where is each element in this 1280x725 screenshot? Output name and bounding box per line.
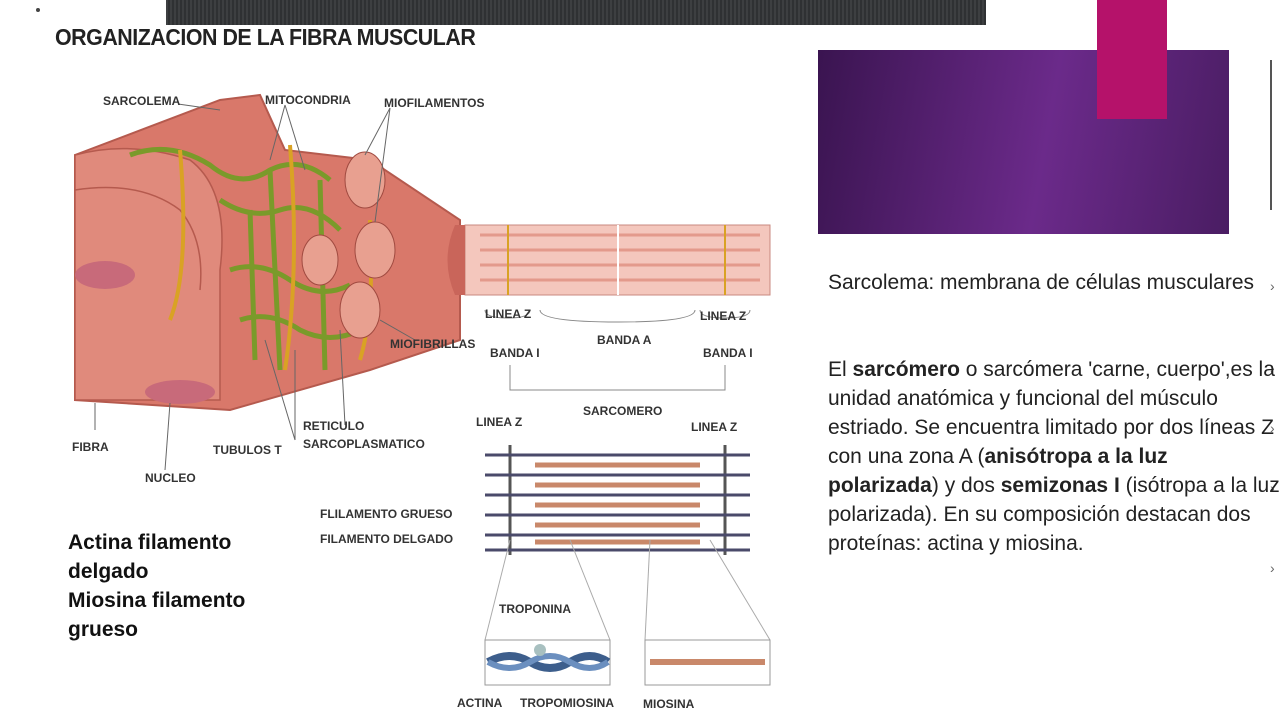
striations	[480, 233, 760, 282]
label-tubulos: TUBULOS T	[213, 443, 282, 457]
label-linea-z-4: LINEA Z	[691, 420, 737, 434]
text-segment: (isótropa a la luz polarizada). En su co…	[828, 474, 1280, 555]
text-segment: ) y dos	[931, 474, 1001, 497]
troponin-blob	[534, 644, 546, 656]
chevron-icon: ›	[1270, 420, 1275, 436]
magenta-accent	[1097, 0, 1167, 119]
label-troponina: TROPONINA	[499, 602, 571, 616]
label-linea-z-2: LINEA Z	[700, 309, 746, 323]
label-banda-a: BANDA A	[597, 333, 652, 347]
myofibril-end	[301, 234, 339, 286]
label-miosina: MIOSINA	[643, 697, 695, 711]
label-tropomiosina: TROPOMIOSINA	[520, 696, 614, 710]
top-bar	[166, 0, 986, 25]
legend-line: grueso	[68, 618, 139, 641]
label-banda-i-2: BANDA I	[703, 346, 753, 360]
bracket	[539, 309, 696, 323]
actin-strand	[486, 653, 610, 671]
sarcolema-definition: Sarcolema: membrana de células musculare…	[828, 271, 1255, 294]
label-sarcolema: SARCOLEMA	[103, 94, 181, 108]
label-sarcomero: SARCOMERO	[583, 404, 662, 418]
chevron-icon: ›	[1270, 480, 1275, 496]
myofibril-cap	[447, 225, 465, 295]
label-linea-z-3: LINEA Z	[476, 415, 522, 429]
diagram-svg: SARCOLEMA MITOCONDRIA MIOFILAMENTOS MIOF…	[72, 93, 771, 711]
bracket	[699, 309, 751, 319]
label-banda-i-1: BANDA I	[490, 346, 540, 360]
chevron-icon: ›	[1270, 360, 1275, 376]
right-edge-frame	[1270, 60, 1280, 210]
chevron-icon: ›	[1270, 278, 1275, 294]
myofibril-end	[339, 281, 381, 339]
text-segment: o sarcómera 'carne, cuerpo',es la unidad…	[828, 358, 1275, 468]
dot-marker	[36, 8, 40, 12]
legend-block: Actina filamento delgado Miosina filamen…	[68, 528, 245, 644]
legend-line: delgado	[68, 560, 149, 583]
chevron-icon: ›	[1270, 560, 1275, 576]
label-filamento-grueso: FLILAMENTO GRUESO	[320, 507, 452, 521]
label-sarcoplasmatico: SARCOPLASMATICO	[303, 437, 425, 451]
label-fibra: FIBRA	[72, 440, 109, 454]
legend-line: Miosina filamento	[68, 589, 246, 612]
legend-line: Actina filamento	[68, 531, 232, 554]
filament-diagram	[485, 445, 750, 555]
bold-term: sarcómero	[852, 358, 960, 381]
text-segment: El	[828, 358, 853, 381]
actin-strand	[486, 652, 611, 672]
bold-term: semizonas I	[1000, 474, 1120, 497]
actin-box	[484, 639, 611, 686]
label-reticulo: RETICULO	[303, 419, 364, 433]
label-miofilamentos: MIOFILAMENTOS	[384, 96, 484, 110]
label-mitocondria: MITOCONDRIA	[265, 93, 351, 107]
sarcomere-bracket	[509, 365, 726, 391]
myofibril-end	[354, 221, 396, 279]
label-miofibrillas: MIOFIBRILLAS	[390, 337, 475, 351]
nucleus	[75, 261, 135, 289]
label-nucleo: NUCLEO	[145, 471, 196, 485]
fiber-fold	[74, 186, 202, 291]
slide-title: ORGANIZACION DE LA FIBRA MUSCULAR	[55, 24, 476, 50]
muscle-fiber-diagram: SARCOLEMA MITOCONDRIA MIOFILAMENTOS MIOF…	[70, 70, 790, 720]
sarcomero-paragraph: El sarcómero o sarcómera 'carne, cuerpo'…	[828, 355, 1280, 558]
pointer-lines	[94, 103, 416, 471]
myofibril-end	[344, 151, 386, 209]
nucleus	[145, 380, 215, 404]
zoom-lines	[484, 539, 771, 641]
purple-banner	[818, 50, 1229, 234]
label-filamento-delgado: FILAMENTO DELGADO	[320, 532, 453, 546]
bold-term: anisótropa a la luz polarizada	[828, 445, 1168, 497]
bracket	[484, 309, 531, 319]
label-linea-z-1: LINEA Z	[485, 307, 531, 321]
label-actina: ACTINA	[457, 696, 503, 710]
